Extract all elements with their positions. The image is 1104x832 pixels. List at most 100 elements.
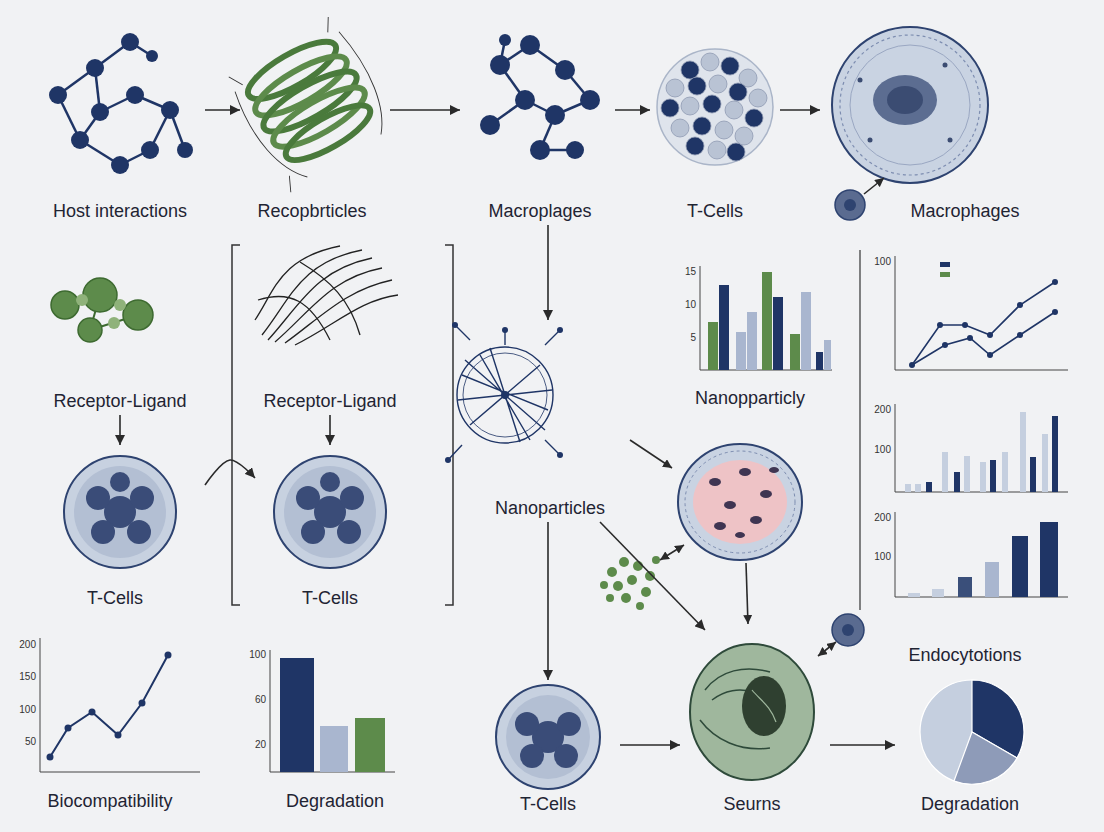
axis-tick: 100 bbox=[874, 444, 891, 456]
chart-label: Biocompatibility bbox=[47, 791, 172, 812]
axis-tick: 100 bbox=[19, 704, 36, 716]
arrow-line bbox=[630, 440, 672, 468]
bracket bbox=[232, 245, 453, 605]
axis-tick: 150 bbox=[19, 671, 36, 683]
illustrated-node: Nanoparticles bbox=[460, 320, 625, 522]
node-caption: T-Cells bbox=[520, 794, 576, 815]
bar-chart bbox=[895, 512, 1068, 597]
illustrated-node: Macrophages bbox=[820, 25, 1045, 225]
caption-block: T-Cells bbox=[87, 588, 143, 609]
illustrated-node: T-Cells bbox=[478, 680, 620, 818]
illustrated-node: Receptor-Ligand bbox=[35, 270, 205, 415]
node-caption: Receptor-Ligand bbox=[263, 391, 396, 412]
node-caption: Macrophages bbox=[910, 201, 1019, 222]
illustrated-node: Macroplages bbox=[460, 25, 615, 225]
chart-label: Degradation bbox=[286, 791, 384, 812]
flow-arrow bbox=[329, 415, 331, 445]
node-caption: Receptor-Ligand bbox=[53, 391, 186, 412]
axis-tick: 50 bbox=[25, 736, 36, 748]
flow-arrow bbox=[547, 225, 549, 320]
nanoparticle-illustration bbox=[445, 322, 563, 463]
node-caption: Recopbrticles bbox=[257, 201, 366, 222]
bar-chart bbox=[895, 404, 1068, 492]
caption-block: Receptor-Ligand bbox=[53, 391, 186, 412]
flow-arrow bbox=[119, 415, 121, 445]
illustrated-node: Recopbrticles bbox=[240, 25, 390, 225]
caption-block: T-Cells bbox=[302, 588, 358, 609]
line-chart bbox=[40, 638, 200, 772]
particle-cluster bbox=[600, 556, 660, 610]
caption-block: Macrophages bbox=[910, 201, 1019, 222]
caption-block: Seurns bbox=[723, 794, 780, 815]
axis-tick: 20 bbox=[255, 739, 266, 751]
caption-block: T-Cells bbox=[687, 201, 743, 222]
ligand-illustration bbox=[51, 278, 153, 342]
bar-chart bbox=[270, 650, 395, 772]
cell-cluster-illustration bbox=[657, 49, 773, 165]
flow-arrow bbox=[830, 744, 895, 746]
illustrated-node: Receptor-Ligand bbox=[240, 240, 420, 415]
arrow-line bbox=[660, 545, 684, 560]
flow-arrow bbox=[547, 522, 549, 680]
cell-illustration bbox=[690, 614, 864, 780]
axis-tick: 15 bbox=[685, 266, 696, 278]
illustrated-node: Host interactions bbox=[35, 25, 205, 225]
caption-block: Host interactions bbox=[53, 201, 187, 222]
axis-tick: 200 bbox=[874, 404, 891, 416]
illustrated-node: T-Cells bbox=[255, 445, 405, 612]
cell-illustration bbox=[678, 444, 802, 560]
caption-block: T-Cells bbox=[520, 794, 576, 815]
chart-label: Endocytotions bbox=[908, 645, 1021, 666]
flow-arrow bbox=[615, 109, 650, 111]
t-cell-illustration bbox=[274, 456, 386, 568]
caption-block: Recopbrticles bbox=[257, 201, 366, 222]
illustrated-node: Degradation bbox=[895, 675, 1045, 818]
illustrated-node: T-Cells bbox=[650, 25, 780, 225]
node-caption: T-Cells bbox=[302, 588, 358, 609]
axis-tick: 5 bbox=[690, 332, 696, 344]
node-caption: Host interactions bbox=[53, 201, 187, 222]
node-caption: Macroplages bbox=[488, 201, 591, 222]
caption-block: Degradation bbox=[921, 794, 1019, 815]
illustrated-node: Seurns bbox=[680, 630, 830, 818]
flow-arrow bbox=[780, 109, 820, 111]
flow-arrow bbox=[205, 109, 240, 111]
axis-tick: 200 bbox=[19, 639, 36, 651]
axis-tick: 100 bbox=[874, 551, 891, 563]
t-cell-illustration bbox=[496, 685, 600, 789]
axis-tick: 100 bbox=[874, 256, 891, 268]
chart-label: Nanopparticly bbox=[695, 388, 805, 409]
flow-arrow bbox=[600, 522, 705, 630]
axis-tick: 60 bbox=[255, 694, 266, 706]
node-caption: T-Cells bbox=[687, 201, 743, 222]
axis-tick: 10 bbox=[685, 299, 696, 311]
caption-block: Receptor-Ligand bbox=[263, 391, 396, 412]
axis-tick: 200 bbox=[874, 512, 891, 524]
arrow-line bbox=[746, 563, 748, 624]
caption-block: Macroplages bbox=[488, 201, 591, 222]
flow-arrow bbox=[620, 744, 680, 746]
fiber-illustration bbox=[255, 246, 398, 345]
caption-block: Nanoparticles bbox=[495, 498, 605, 519]
node-caption: Degradation bbox=[921, 794, 1019, 815]
macrophage-illustration bbox=[832, 27, 988, 220]
bar-chart bbox=[700, 266, 832, 370]
molecule-illustration bbox=[480, 34, 600, 160]
axis-tick: 100 bbox=[249, 649, 266, 661]
node-caption: Nanoparticles bbox=[495, 498, 605, 519]
node-caption: T-Cells bbox=[87, 588, 143, 609]
pie-chart bbox=[920, 680, 1024, 784]
node-caption: Seurns bbox=[723, 794, 780, 815]
divider-line bbox=[859, 250, 860, 610]
illustrated-node: T-Cells bbox=[35, 445, 205, 612]
flow-arrow bbox=[390, 109, 460, 111]
t-cell-illustration bbox=[64, 456, 176, 568]
molecule-illustration bbox=[49, 33, 193, 174]
ribbon-illustration bbox=[223, 14, 401, 193]
line-chart bbox=[895, 256, 1068, 370]
flow-arrow bbox=[205, 460, 255, 485]
